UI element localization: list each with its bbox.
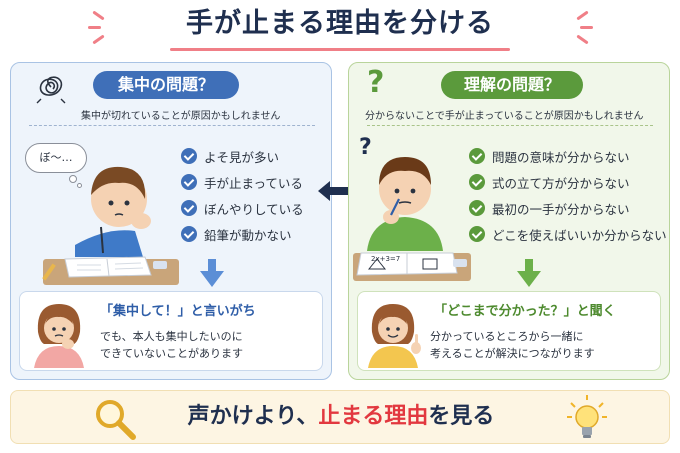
conclusion-text-after: を見る [428,404,495,429]
list-item: どこを使えばいいか分からない [469,221,667,247]
concentration-checklist: よそ見が多い 手が止まっている ぼんやりしている 鉛筆が動かない [181,143,304,247]
title-area: 手が止まる理由を分ける [0,6,680,54]
confused-boy-illustration [353,157,471,281]
check-icon [469,174,485,190]
advice-line: できていないことがあります [100,347,243,360]
advice-line: 考えることが解決につながります [430,347,595,360]
list-item-label: 式の立て方が分からない [492,175,630,191]
check-icon [181,226,197,242]
list-item-label: 手が止まっている [204,175,303,191]
conclusion-banner: 声かけより、止まる理由を見る [10,390,670,444]
small-question-icon: ? [359,135,372,160]
page-title: 手が止まる理由を分ける [186,8,494,39]
list-item-label: ぼんやりしている [204,201,304,217]
concentration-subtitle: 集中が切れていることが原因かもしれません [81,111,281,122]
check-icon [181,148,197,164]
check-icon [469,226,485,242]
mother-worried-illustration [34,304,84,368]
concentration-advice-body: でも、本人も集中したいのに できていないことがあります [100,328,243,362]
advice-line: 分かっているところから一緒に [430,330,584,343]
bubble-dot [69,175,77,183]
check-icon [181,174,197,190]
list-item: 最初の一手が分からない [469,195,667,221]
bubble-dot [77,183,82,188]
understanding-advice-box: 「どこまで分かった？」と聞く 分かっているところから一緒に 考えることが解決につ… [357,291,661,371]
concentration-advice-title: 「集中して！」と言いがち [100,304,256,319]
understanding-subtitle: 分からないことで手が止まっていることが原因かもしれません [365,111,644,122]
list-item-label: どこを使えばいいか分からない [492,227,667,243]
magnifier-icon [96,400,136,440]
thought-bubble: ぼ～… [25,143,87,173]
question-icon: ? [367,65,385,100]
list-item-label: 最初の一手が分からない [492,201,630,217]
list-item: 鉛筆が動かない [181,221,304,247]
check-icon [469,148,485,164]
check-icon [469,200,485,216]
down-arrow-icon [517,259,541,287]
title-spark-right-2 [580,26,593,29]
concentration-advice-box: 「集中して！」と言いがち でも、本人も集中したいのに できていないことがあります [19,291,323,371]
understanding-heading: 理解の問題？ [441,71,583,99]
conclusion-text-before: 声かけより、 [187,404,319,429]
concentration-heading: 集中の問題？ [93,71,239,99]
advice-line: でも、本人も集中したいのに [100,330,243,343]
list-item: 問題の意味が分からない [469,143,667,169]
title-spark-left-2 [88,26,101,29]
list-item-label: 鉛筆が動かない [204,227,292,243]
divider [29,125,315,126]
list-item: ぼんやりしている [181,195,304,221]
list-item: よそ見が多い [181,143,304,169]
list-item-label: 問題の意味が分からない [492,149,630,165]
understanding-panel: ? 理解の問題？ 分からないことで手が止まっていることが原因かもしれません ? … [348,62,670,380]
check-icon [181,200,197,216]
conclusion-text: 声かけより、止まる理由を見る [11,391,671,445]
title-underline [170,48,510,51]
down-arrow-icon [200,259,224,287]
mother-pointing-illustration [368,304,421,368]
daydreaming-boy-illustration [42,166,179,285]
list-item-label: よそ見が多い [204,149,280,165]
concentration-panel: 集中の問題？ 集中が切れていることが原因かもしれません ぼ～… よそ見が多い 手… [10,62,332,380]
understanding-advice-title: 「どこまで分かった？」と聞く [434,304,616,319]
divider [367,125,653,126]
understanding-advice-body: 分かっているところから一緒に 考えることが解決につながります [430,328,595,362]
conclusion-text-highlight: 止まる理由 [318,404,429,429]
notebook-equation: 2x+3=7 [371,255,401,263]
list-item: 手が止まっている [181,169,304,195]
understanding-checklist: 問題の意味が分からない 式の立て方が分からない 最初の一手が分からない どこを使… [469,143,667,247]
list-item: 式の立て方が分からない [469,169,667,195]
lightbulb-icon [567,395,607,438]
scribble-icon [36,76,66,104]
